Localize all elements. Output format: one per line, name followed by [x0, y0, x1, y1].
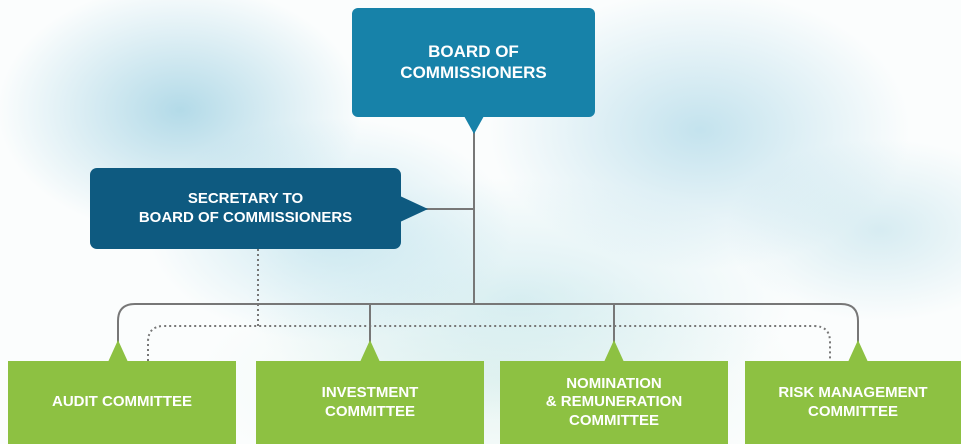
nomination-remuneration-committee-box: NOMINATION & REMUNERATION COMMITTEE [500, 361, 728, 444]
investment-pointer [360, 340, 380, 362]
board-label: BOARD OF COMMISSIONERS [400, 41, 547, 82]
committees-bus-line [117, 303, 859, 343]
board-pointer [464, 116, 484, 134]
secretary-box: SECRETARY TO BOARD OF COMMISSIONERS [90, 168, 401, 249]
investment-committee-box: INVESTMENT COMMITTEE [256, 361, 484, 444]
dotted-coordination-line [147, 325, 831, 361]
secretary-label: SECRETARY TO BOARD OF COMMISSIONERS [138, 190, 353, 226]
audit-pointer [108, 340, 128, 362]
risk-committee-label: RISK MANAGEMENT COMMITTEE [778, 384, 928, 420]
audit-committee-label: AUDIT COMMITTEE [52, 393, 192, 411]
secretary-pointer [400, 196, 428, 222]
risk-pointer [848, 340, 868, 362]
risk-management-committee-box: RISK MANAGEMENT COMMITTEE [745, 361, 961, 444]
nomination-pointer [604, 340, 624, 362]
audit-committee-box: AUDIT COMMITTEE [8, 361, 236, 444]
investment-committee-label: INVESTMENT COMMITTEE [321, 384, 419, 420]
nomination-committee-label: NOMINATION & REMUNERATION COMMITTEE [545, 375, 683, 429]
board-of-commissioners-box: BOARD OF COMMISSIONERS [352, 8, 595, 117]
